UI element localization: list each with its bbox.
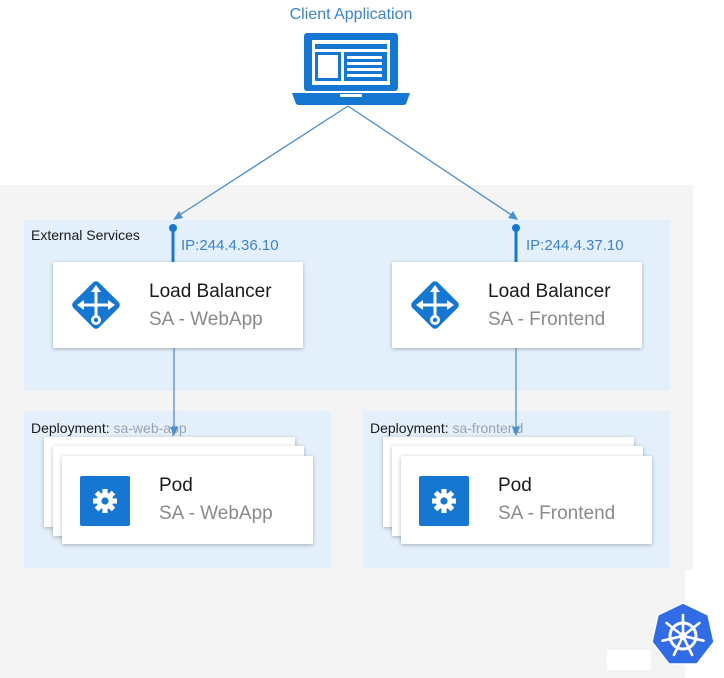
gear-icon bbox=[419, 476, 469, 526]
pod-title: Pod bbox=[498, 475, 532, 496]
gear-icon bbox=[80, 476, 130, 526]
load-balancer-icon bbox=[67, 276, 125, 334]
deployment-name: sa-web-app bbox=[113, 420, 187, 436]
connector-client-to-frontend bbox=[347, 105, 514, 217]
kubernetes-logo-icon bbox=[650, 602, 716, 668]
arrowhead bbox=[508, 211, 518, 220]
pod-subtitle: SA - WebApp bbox=[159, 503, 273, 524]
load-balancer-card-webapp[interactable]: Load Balancer SA - WebApp bbox=[53, 262, 303, 348]
laptop-icon bbox=[292, 31, 410, 107]
arrowhead bbox=[512, 427, 520, 436]
cluster-notch bbox=[607, 650, 651, 670]
load-balancer-title: Load Balancer bbox=[488, 281, 611, 302]
external-services-label: External Services bbox=[31, 227, 140, 243]
load-balancer-card-frontend[interactable]: Load Balancer SA - Frontend bbox=[392, 262, 642, 348]
pod-subtitle: SA - Frontend bbox=[498, 503, 616, 524]
arrowhead bbox=[170, 427, 178, 436]
client-application-label: Client Application bbox=[289, 6, 413, 23]
deployment-label-webapp: Deployment: sa-web-app bbox=[31, 420, 187, 436]
deployment-label-frontend: Deployment: sa-frontend bbox=[370, 420, 523, 436]
pod-card-frontend[interactable]: Pod SA - Frontend bbox=[401, 456, 652, 544]
pod-title: Pod bbox=[159, 475, 193, 496]
connector-client-to-webapp bbox=[177, 105, 349, 217]
deployment-prefix: Deployment: bbox=[370, 420, 449, 436]
load-balancer-subtitle: SA - Frontend bbox=[488, 309, 606, 330]
pod-card-webapp[interactable]: Pod SA - WebApp bbox=[62, 456, 313, 544]
deployment-name: sa-frontend bbox=[452, 420, 524, 436]
arrowhead bbox=[173, 211, 183, 220]
load-balancer-icon bbox=[406, 276, 464, 334]
load-balancer-title: Load Balancer bbox=[149, 281, 272, 302]
deployment-prefix: Deployment: bbox=[31, 420, 110, 436]
ip-label-webapp: IP:244.4.36.10 bbox=[181, 237, 279, 254]
ip-label-frontend: IP:244.4.37.10 bbox=[526, 237, 624, 254]
load-balancer-subtitle: SA - WebApp bbox=[149, 309, 263, 330]
